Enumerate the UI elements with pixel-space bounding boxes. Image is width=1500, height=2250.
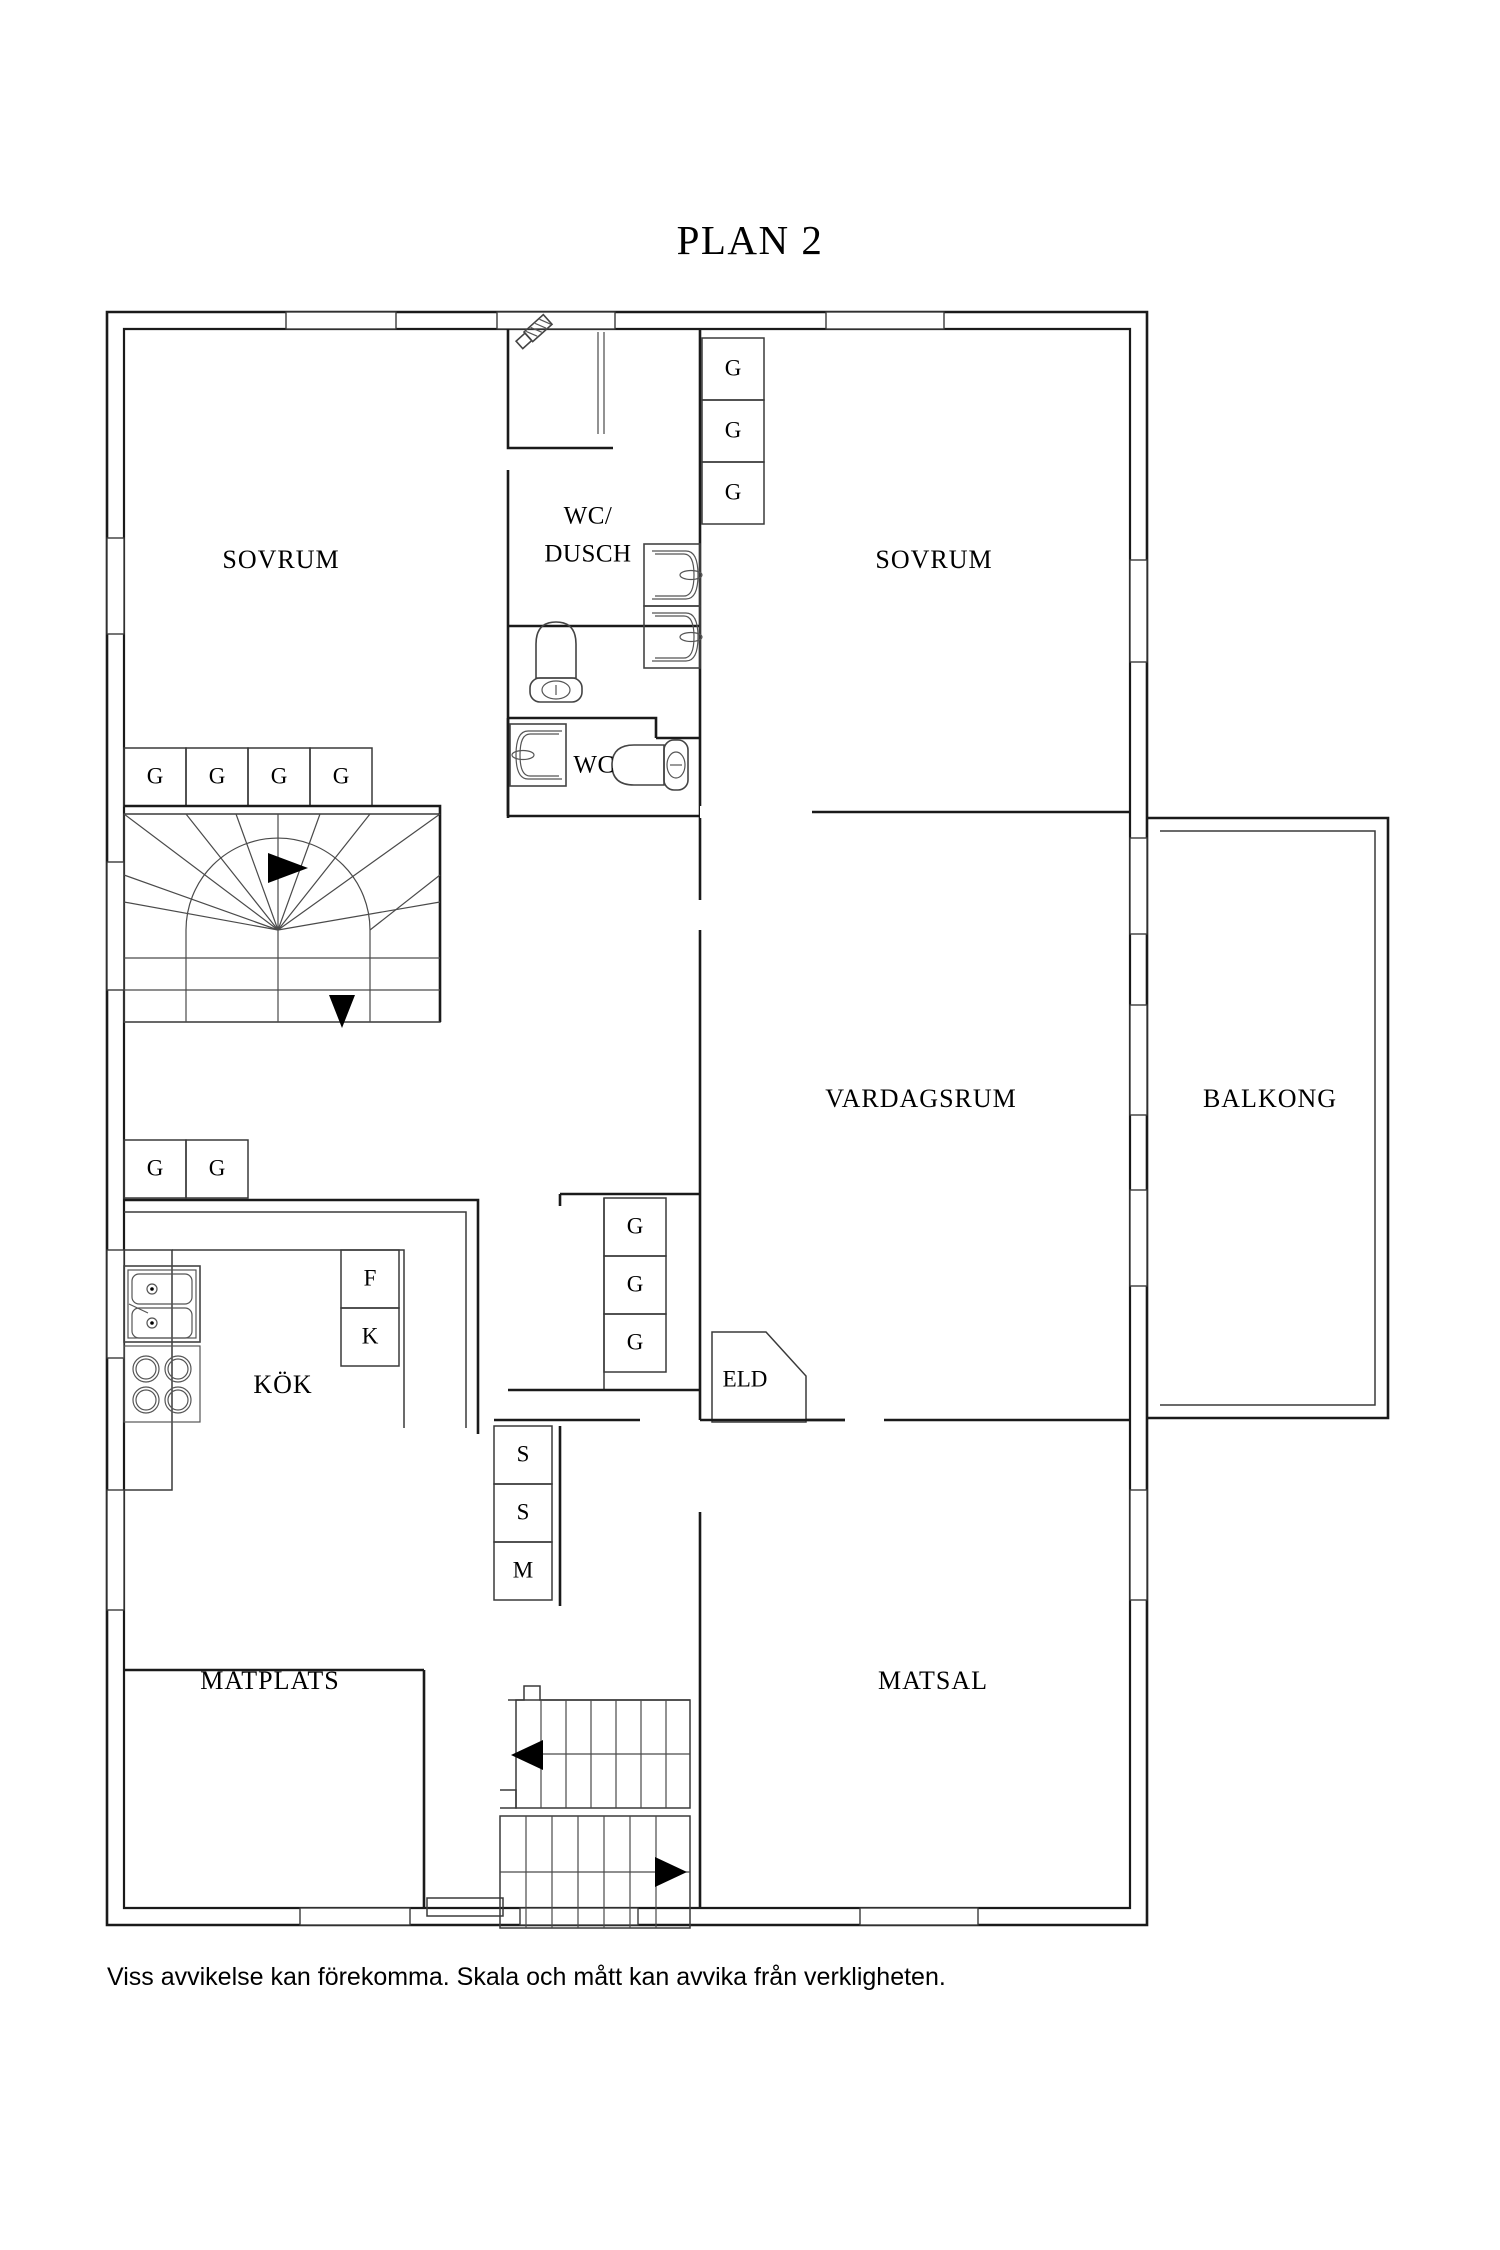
room-label-wc-dusch-line2: DUSCH: [544, 541, 631, 568]
straight-staircase: [426, 1685, 691, 1929]
appliance-group: F K: [340, 1249, 400, 1367]
room-label-kok: KÖK: [253, 1370, 312, 1399]
lower-walls: [124, 1512, 702, 1908]
stair-direction-left-arrow: [511, 1740, 543, 1770]
closet-label: G: [333, 763, 350, 788]
closet-group-hall: G G G: [603, 1197, 667, 1373]
stair-direction-right-arrow: [655, 1857, 687, 1887]
toilet-icon-lower: [611, 739, 689, 791]
toilet-icon-upper: [529, 621, 583, 703]
appliance-label-freezer: K: [362, 1323, 379, 1348]
closet-label: G: [147, 1155, 164, 1180]
windows: [106, 311, 1148, 1926]
laundry-label: M: [513, 1557, 533, 1582]
fireplace-icon: [711, 1331, 807, 1423]
room-label-wc: WC: [573, 752, 614, 779]
laundry-label: S: [517, 1499, 530, 1524]
room-label-eld: ELD: [723, 1366, 768, 1391]
room-label-sovrum-left: SOVRUM: [222, 545, 339, 574]
room-label-vardagsrum: VARDAGSRUM: [825, 1084, 1017, 1113]
closet-label: G: [725, 355, 742, 380]
appliance-label-fridge: F: [364, 1265, 377, 1290]
closet-group-kitchen: G G: [123, 1139, 249, 1199]
page-title: PLAN 2: [676, 217, 824, 263]
room-label-wc-dusch-line1: WC/: [564, 503, 613, 530]
closet-label: G: [209, 763, 226, 788]
room-label-matsal: MATSAL: [878, 1666, 988, 1695]
shower-head-icon: [514, 313, 554, 350]
closet-label: G: [725, 417, 742, 442]
disclaimer-text: Viss avvikelse kan förekomma. Skala och …: [107, 1963, 946, 1991]
laundry-label: S: [517, 1441, 530, 1466]
closet-label: G: [627, 1329, 644, 1354]
closet-label: G: [209, 1155, 226, 1180]
stair-direction-up-arrow: [268, 853, 308, 883]
closet-label: G: [271, 763, 288, 788]
closet-group-stair: G G G G: [123, 747, 373, 807]
closet-label: G: [725, 479, 742, 504]
washbasin-icon-2: [643, 605, 703, 669]
washbasin-icon-1: [643, 543, 703, 607]
kitchen-walls: [124, 1198, 480, 1491]
closet-label: G: [627, 1271, 644, 1296]
stair-direction-down-arrow: [329, 995, 355, 1028]
balcony-outline: [1129, 816, 1390, 1420]
room-label-balkong: BALKONG: [1203, 1084, 1337, 1113]
stove-hob-icon: [123, 1345, 201, 1423]
room-label-sovrum-right: SOVRUM: [875, 545, 992, 574]
closet-label: G: [627, 1213, 644, 1238]
room-label-matplats: MATPLATS: [200, 1666, 339, 1695]
interior-walls-upper: [506, 329, 1130, 1080]
closet-label: G: [147, 763, 164, 788]
winder-staircase: [123, 804, 442, 1028]
washbasin-icon-3: [509, 723, 567, 787]
laundry-group: S S M: [493, 1418, 640, 1606]
closet-group-top: G G G: [701, 337, 765, 525]
wc-enclosure: [506, 716, 700, 816]
double-sink-icon: [123, 1265, 201, 1343]
